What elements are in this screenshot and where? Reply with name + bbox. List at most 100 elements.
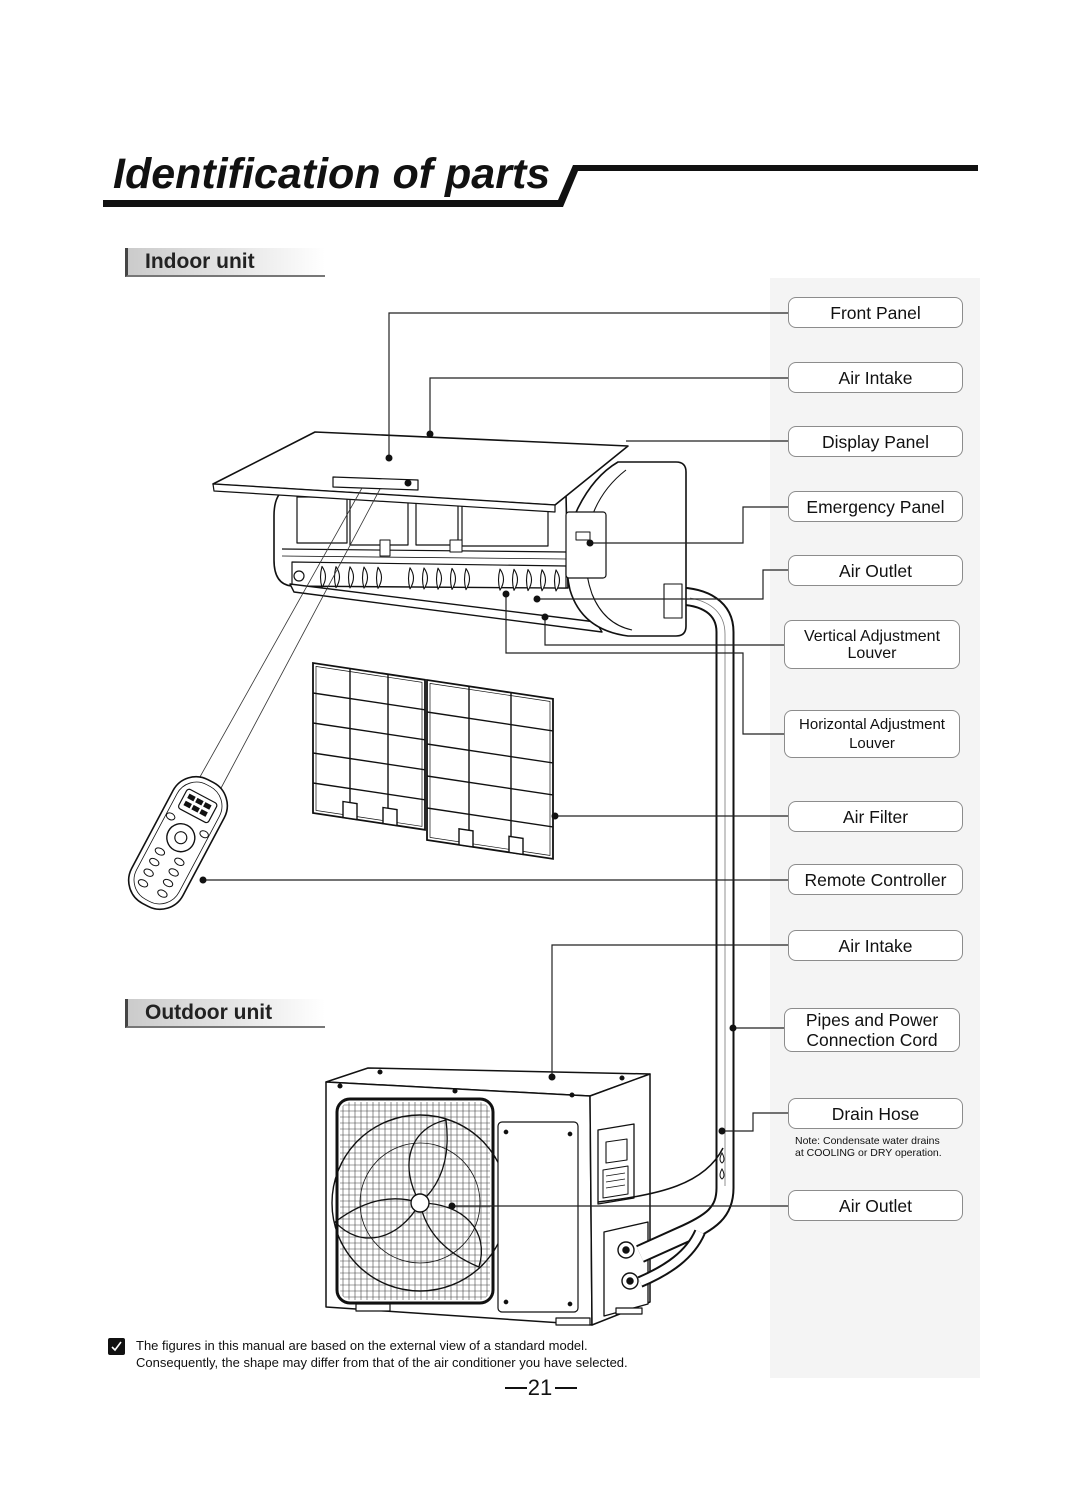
check-mark (111, 1341, 122, 1352)
filter-rib (313, 692, 425, 711)
label-remote-controller: Remote Controller (788, 864, 963, 895)
leader-dot (199, 876, 207, 884)
fan-blade (408, 1119, 448, 1204)
top-screw (569, 1092, 575, 1098)
label-text: Pipes and Power (805, 1010, 939, 1030)
drain-note-line: Note: Condensate water drains (795, 1135, 940, 1147)
label-emergency-panel: Emergency Panel (788, 491, 963, 522)
top-screw (377, 1069, 383, 1075)
connecting-pipe (597, 586, 735, 1288)
pipe-port (663, 583, 683, 619)
filter-bay (349, 498, 409, 546)
fan-blade (419, 1202, 483, 1268)
remote-display-segment (191, 804, 200, 813)
panel-screw (503, 1129, 509, 1135)
infrared-beam (195, 487, 363, 785)
pipe-outline (636, 586, 735, 1263)
label-text: Louver (847, 644, 897, 662)
drain-note-line: at COOLING or DRY operation. (795, 1147, 942, 1159)
vertical-louver-blade (525, 568, 533, 592)
label-line (605, 1178, 626, 1183)
filter-frame (426, 678, 554, 860)
vertical-louver-blade (463, 568, 471, 591)
label-text: Louver (849, 735, 895, 752)
vertical-louver-blade (553, 569, 561, 592)
louver-strip (291, 561, 567, 589)
label-text: Air Outlet (839, 1195, 912, 1216)
vertical-louver-blade (497, 568, 505, 591)
filter-bay (296, 496, 348, 544)
remote-button (154, 847, 166, 856)
leader-dot (533, 595, 541, 603)
leader-front-panel (388, 312, 788, 458)
outdoor-rating-label (602, 1165, 629, 1199)
service-valve-core (622, 1246, 630, 1254)
leader-dot (586, 539, 594, 547)
leader-vertical-louver (544, 617, 784, 646)
drain-note: Note: Condensate water drains at COOLING… (795, 1135, 942, 1159)
leader-air-intake-outdoor (551, 944, 788, 1077)
emergency-panel (565, 511, 607, 579)
filter-inner-frame (429, 683, 551, 856)
label-pipes-and-power-cord: Pipes and Power Connection Cord (784, 1008, 960, 1052)
remote-body-inner (133, 781, 223, 905)
filter-tab (508, 835, 524, 856)
vertical-louver-blade (421, 567, 429, 590)
body-end-curl (293, 570, 305, 582)
leader-air-outlet-indoor (537, 569, 788, 600)
checkbox-check-icon (108, 1338, 125, 1355)
outdoor-unit-illustration (325, 1067, 651, 1326)
panel-screw (503, 1299, 509, 1305)
leader-lines (203, 312, 788, 1207)
air-filter-left-panel (312, 661, 426, 831)
drain-hose-line (597, 1147, 724, 1203)
outdoor-front-right-panel (497, 1121, 579, 1313)
horizontal-louver-flap (289, 583, 603, 633)
vertical-louver-blade (449, 567, 457, 590)
service-valve-panel (603, 1221, 649, 1317)
footer-note-line: Consequently, the shape may differ from … (136, 1355, 628, 1370)
remote-controller-illustration (127, 775, 229, 911)
section-tab-outdoor: Outdoor unit (125, 999, 325, 1028)
page-title: Identification of parts (113, 150, 551, 198)
label-air-filter: Air Filter (788, 801, 963, 832)
display-panel (332, 476, 419, 491)
filter-tab (382, 806, 398, 827)
label-text: Air Intake (838, 367, 913, 388)
leader-air-intake-indoor (429, 377, 788, 434)
leader-emergency-panel (590, 506, 788, 544)
vertical-louver-blade (435, 567, 443, 590)
label-text: Emergency Panel (806, 496, 945, 517)
remote-display-segment (187, 793, 196, 802)
filter-rib (313, 722, 425, 741)
remote-button (168, 868, 179, 877)
vertical-louver-blade (347, 566, 355, 589)
infrared-beam (219, 488, 381, 791)
filter-bay (415, 499, 459, 546)
filter-tab (342, 800, 358, 821)
checkbox-square (108, 1338, 125, 1355)
filter-rib (427, 807, 553, 828)
front-panel-lid-edge (212, 483, 556, 513)
top-screw (619, 1075, 625, 1081)
fan-hub (410, 1193, 430, 1213)
remote-button (149, 857, 160, 867)
label-text: Remote Controller (804, 869, 947, 890)
label-text: Air Intake (838, 935, 913, 956)
label-text: Display Panel (822, 431, 929, 452)
outdoor-handle (605, 1138, 628, 1164)
leader-dot (541, 613, 549, 621)
filter-tab (458, 827, 474, 848)
indoor-unit-illustration (212, 431, 687, 637)
vertical-louver-blade (539, 569, 547, 592)
remote-button (143, 868, 154, 877)
fan-blade (334, 1198, 421, 1239)
leader-dot (426, 430, 434, 438)
label-air-outlet-outdoor: Air Outlet (788, 1190, 963, 1221)
label-text: Drain Hose (831, 1103, 920, 1124)
air-filter-illustration (312, 661, 554, 860)
footer-note-line: The figures in this manual are based on … (136, 1338, 588, 1353)
title-rule (103, 165, 978, 207)
leader-drain-hose (722, 1112, 788, 1132)
